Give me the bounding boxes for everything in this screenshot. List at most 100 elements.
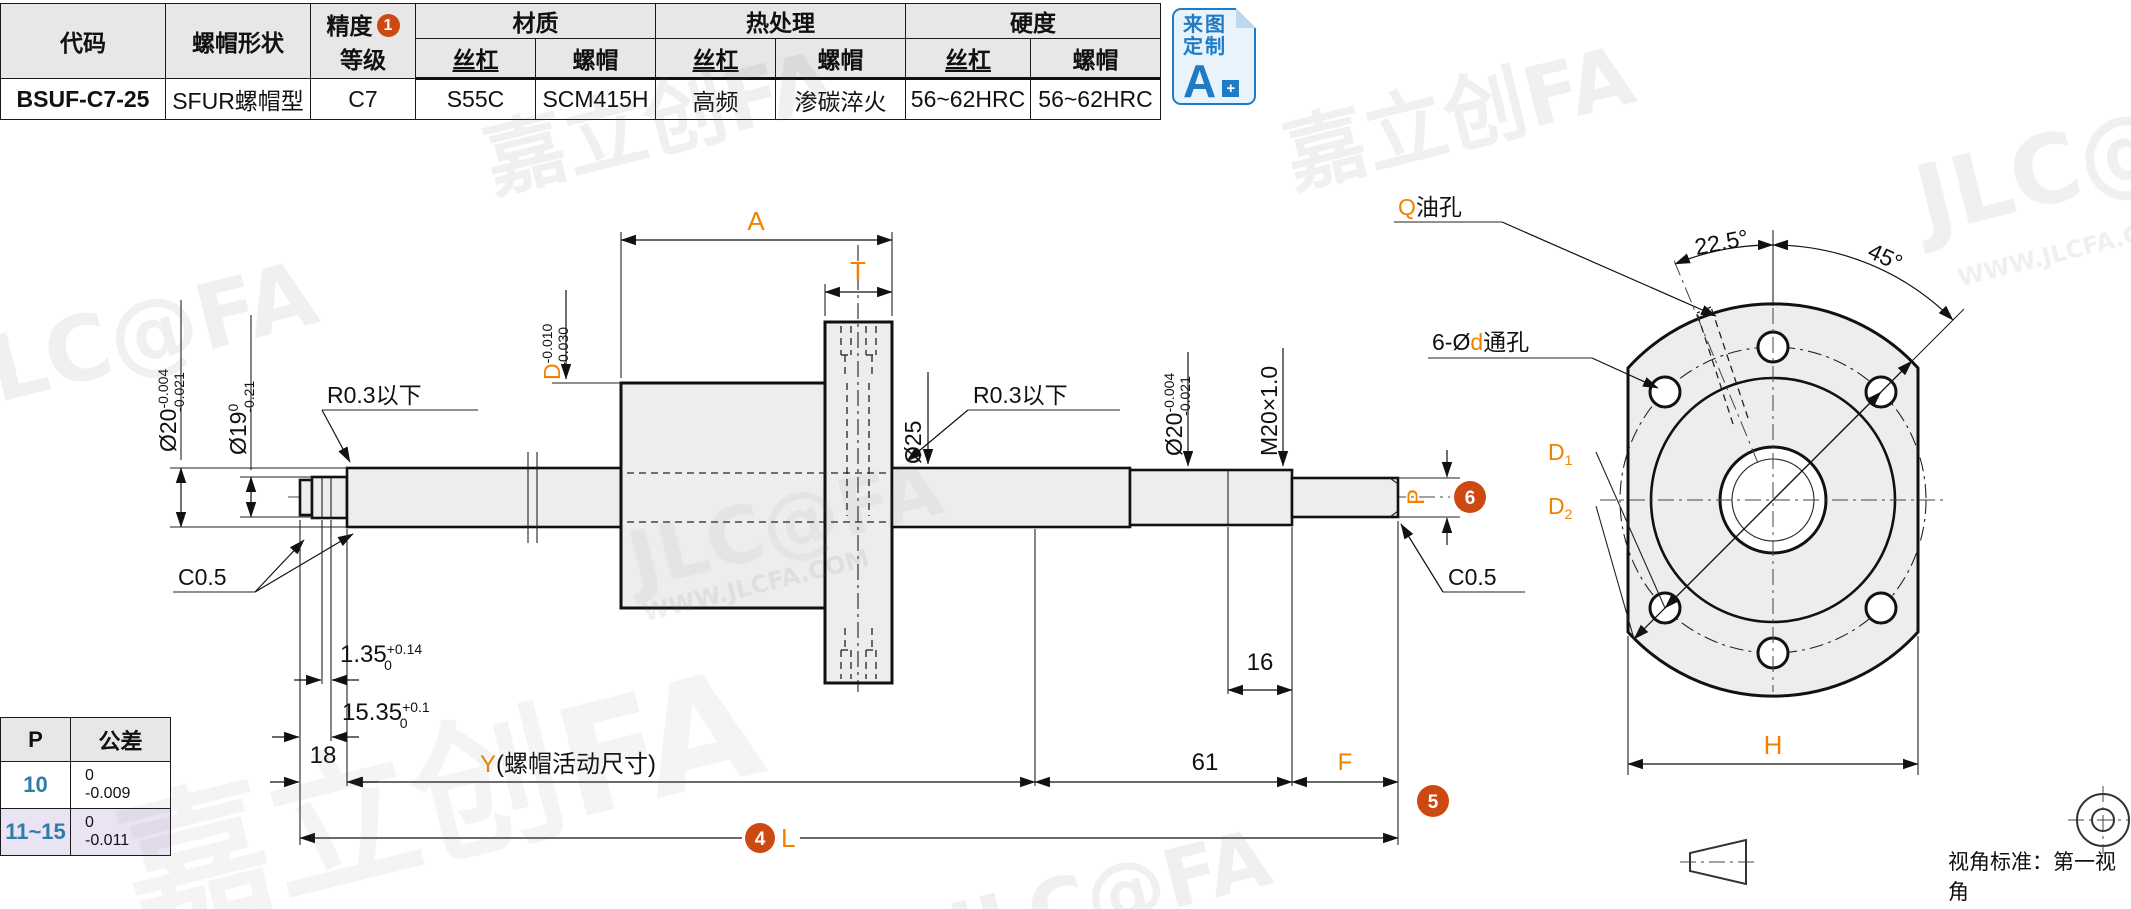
col-header-code: 代码 (0, 3, 166, 79)
projection-standard-note: 视角标准：第一视角 (1948, 851, 2116, 904)
shaft-mid-section (890, 466, 1132, 529)
dim-f-label: F (1338, 749, 1353, 776)
custom-badge-line2: 定制 (1183, 36, 1227, 58)
c05-left-leader (254, 533, 354, 593)
col-header-hardness: 硬度 (905, 3, 1161, 39)
cell-material-screw: S55C (415, 78, 536, 120)
dim-61-label: 61 (1192, 749, 1219, 776)
col-header-nut-shape: 螺帽形状 (165, 3, 311, 79)
col-header-material: 材质 (415, 3, 656, 39)
through-holes-label: 6-Ød通孔 (1432, 329, 1529, 355)
subheader-nut: 螺帽 (775, 38, 906, 80)
custom-badge-line1: 来图 (1183, 14, 1227, 36)
subheader-screw: 丝杠 (945, 47, 991, 73)
plus-icon: + (1222, 80, 1240, 97)
shaft-threaded-section (1128, 468, 1294, 527)
side-view: A T D-0.010-0.030 Ø20-0.004-0.021 Ø190-0… (155, 206, 1525, 853)
tolerance-value: 0 -0.009 (70, 761, 171, 809)
note-badge-6 (1454, 481, 1486, 513)
p-table-row: 10 0 -0.009 (0, 761, 171, 809)
left-end-journal (310, 475, 349, 520)
c05-right-leader (1400, 523, 1444, 593)
d1-label: D1 (1548, 439, 1573, 468)
p-table-row: 11~15 0 -0.011 (0, 808, 171, 856)
subheader-screw: 丝杠 (692, 47, 739, 73)
q-oil-hole-label: Q油孔 (1398, 194, 1462, 220)
dim-p-label: P (1403, 489, 1430, 505)
tol-upper: 0 (85, 767, 94, 784)
precision-label-line1: 精度 (326, 13, 373, 39)
c05-left-label: C0.5 (178, 564, 227, 590)
cell-hardness-nut: 56~62HRC (1030, 78, 1161, 120)
dim-y-label: Y(螺帽活动尺寸) (480, 751, 656, 778)
col-header-heat-treatment: 热处理 (655, 3, 906, 39)
cell-material-nut: SCM415H (535, 78, 656, 120)
dim-l-label: L (781, 823, 795, 853)
note-badge-1: 1 (376, 14, 400, 37)
r03-left-label: R0.3以下 (327, 382, 422, 408)
cell-heat-screw: 高频 (655, 78, 776, 120)
note-badge-5-num: 5 (1428, 792, 1439, 813)
cell-nut-shape: SFUR螺帽型 (165, 78, 311, 120)
shaft-journal-section (345, 466, 623, 529)
p-table-header-tol: 公差 (70, 717, 171, 762)
cell-code[interactable]: BSUF-C7-25 (0, 78, 166, 120)
right-end-journal (1290, 476, 1400, 519)
p-value[interactable]: 11~15 (0, 808, 71, 856)
cell-heat-nut: 渗碳淬火 (775, 78, 906, 120)
q-leader (1501, 221, 1717, 317)
c05-right-label: C0.5 (1448, 564, 1497, 590)
note-badge-5 (1417, 785, 1449, 817)
dim-arc-45 (1772, 239, 1954, 321)
dia20-left-label: Ø20-0.004-0.021 (155, 369, 187, 452)
bolt-hole (1648, 375, 1682, 409)
bolt-hole (1864, 591, 1898, 625)
dim-t-label: T (850, 256, 866, 286)
tol-lower: -0.009 (85, 785, 131, 802)
note-badge-4-num: 4 (755, 829, 766, 850)
spec-row: BSUF-C7-25 SFUR螺帽型 C7 S55C SCM415H 高频 渗碳… (0, 78, 1161, 120)
end-view: 22.5° 45° Q油孔 6-Ød通孔 D1 D2 H (1394, 194, 1965, 775)
m20-label: M20×1.0 (1256, 366, 1282, 456)
r03-left-leader (321, 409, 351, 463)
c05-left-leader (254, 539, 305, 593)
dim-a-label: A (747, 206, 765, 236)
custom-drawing-badge[interactable]: 来图 定制 A + (1172, 8, 1256, 105)
precision-label-line2: 等级 (340, 47, 386, 73)
dim-line-d2 (1633, 360, 1913, 640)
note-badge-6-num: 6 (1465, 488, 1476, 509)
note-badge-4 (745, 823, 775, 853)
d-callout-label: D-0.010-0.030 (539, 323, 571, 380)
subheader-screw: 丝杠 (452, 47, 499, 73)
dim-18-label: 18 (310, 742, 337, 769)
tolerance-value: 0 -0.011 (70, 808, 171, 856)
dia20-right-label: Ø20-0.004-0.021 (1161, 373, 1193, 456)
angle-45-label: 45° (1864, 238, 1907, 276)
p-tolerance-table: P 公差 10 0 -0.009 11~15 0 -0.011 (0, 717, 171, 856)
p-value[interactable]: 10 (0, 761, 71, 809)
dia19-label: Ø190-0.21 (225, 381, 257, 455)
cone-symbol-icon (1689, 838, 1747, 886)
dia25-label: Ø25 (900, 421, 926, 464)
folded-corner-icon (1236, 8, 1256, 28)
p-table-header-p: P (0, 717, 71, 762)
custom-badge-letter: A (1183, 55, 1217, 107)
angle-225-label: 22.5° (1693, 224, 1751, 260)
projection-symbol (1680, 786, 2130, 886)
r03-right-label: R0.3以下 (973, 382, 1068, 408)
tol-lower: -0.011 (85, 832, 130, 849)
cell-precision: C7 (310, 78, 416, 120)
tol-upper: 0 (85, 814, 94, 831)
left-end-washer (298, 478, 314, 517)
dim-16-label: 16 (1247, 649, 1274, 676)
dim-h-label: H (1764, 730, 1783, 760)
subheader-nut: 螺帽 (1030, 38, 1161, 80)
d2-label: D2 (1548, 493, 1573, 522)
subheader-nut: 螺帽 (535, 38, 656, 80)
